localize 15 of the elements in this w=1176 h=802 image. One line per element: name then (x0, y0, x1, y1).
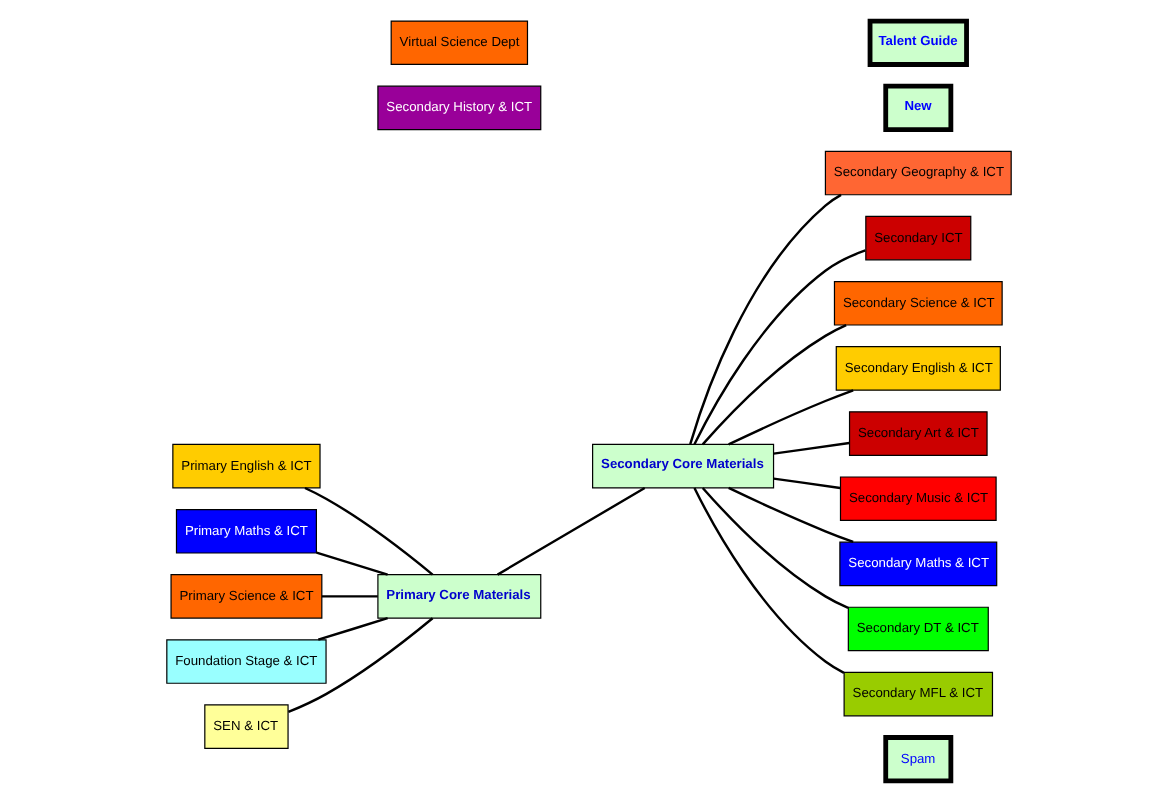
connector (727, 389, 853, 446)
connector (688, 193, 841, 445)
connector (316, 617, 387, 641)
connector (495, 487, 645, 576)
connector (700, 487, 848, 610)
connector (700, 324, 846, 446)
connector (692, 249, 865, 445)
connector (315, 551, 387, 576)
connector (303, 486, 433, 576)
connector (320, 595, 377, 598)
connector (692, 487, 844, 674)
connector (772, 441, 849, 455)
connector (727, 486, 853, 544)
connector (286, 617, 433, 714)
connector (772, 477, 840, 490)
